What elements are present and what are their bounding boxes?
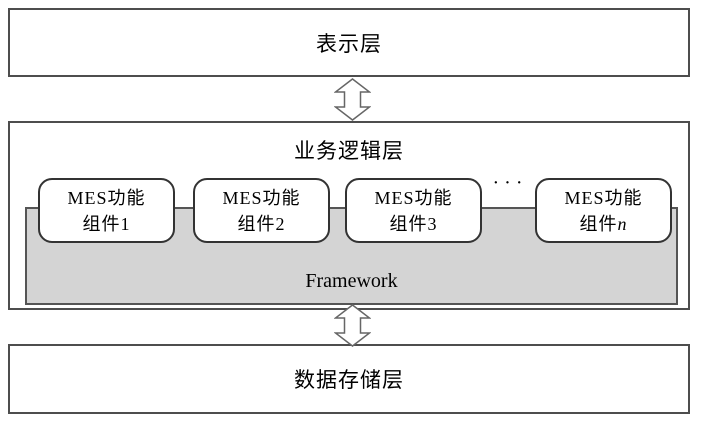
mes-component-2-box: MES功能 组件2	[193, 178, 330, 243]
mes-component-n-line1: MES功能	[564, 187, 643, 208]
framework-label: Framework	[305, 270, 398, 292]
mes-component-2-line2: 组件2	[237, 213, 286, 234]
mes-component-n-line2: 组件n	[579, 213, 628, 234]
business-logic-layer-label: 业务逻辑层	[294, 139, 404, 163]
mes-component-1-box: MES功能 组件1	[38, 178, 175, 243]
mes-component-1-line1: MES功能	[67, 187, 146, 208]
presentation-layer-label: 表示层	[316, 31, 382, 56]
mes-component-3-box: MES功能 组件3	[345, 178, 482, 243]
presentation-layer-box: 表示层	[8, 8, 690, 77]
mes-component-1-line2: 组件1	[82, 213, 131, 234]
updown-arrow-icon	[334, 78, 371, 121]
mes-component-2-line1: MES功能	[222, 187, 301, 208]
data-storage-layer-box: 数据存储层	[8, 344, 690, 414]
mes-component-3-line2: 组件3	[389, 213, 438, 234]
data-storage-layer-label: 数据存储层	[294, 368, 404, 392]
ellipsis-dots: ···	[492, 172, 528, 194]
mes-component-n-box: MES功能 组件n	[535, 178, 672, 243]
updown-arrow-icon	[334, 304, 371, 347]
mes-component-3-line1: MES功能	[374, 187, 453, 208]
